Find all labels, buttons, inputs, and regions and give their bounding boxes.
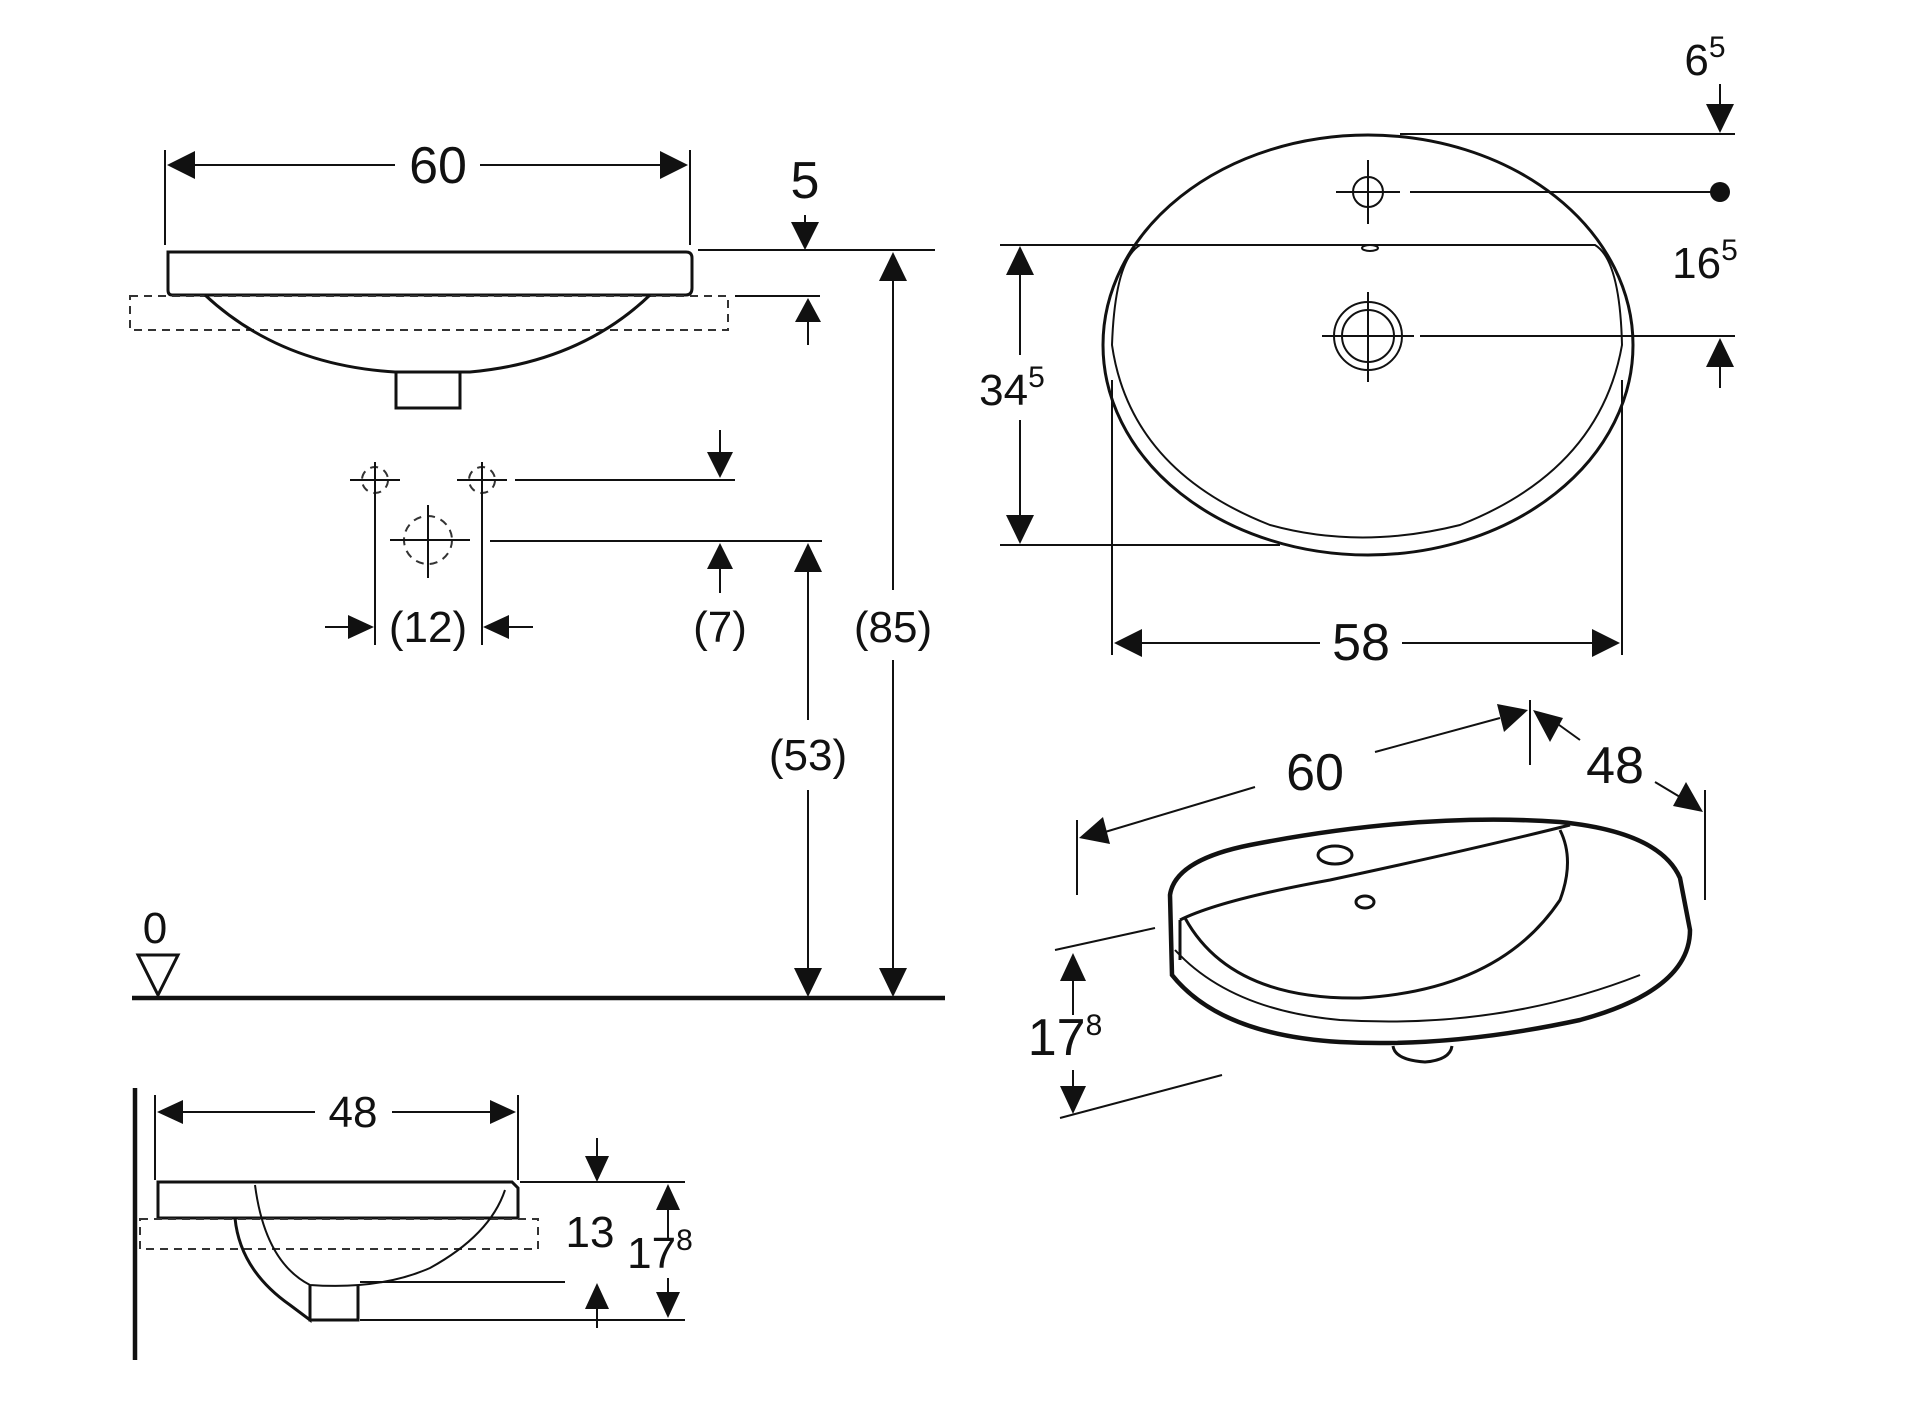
arrowhead <box>794 543 822 572</box>
bowl-depth-label: 13 <box>566 1208 615 1257</box>
extension-line <box>1054 927 1156 951</box>
iso-bowl <box>1183 829 1569 1000</box>
waste-hole <box>390 505 470 578</box>
total-height-label: (85) <box>854 603 932 652</box>
extension-line <box>1059 1074 1223 1119</box>
side-bowl-inner <box>254 1184 506 1287</box>
iso-basin-outer <box>1167 817 1693 1046</box>
iso-tap-hole <box>1316 844 1354 866</box>
arrowhead <box>795 298 821 322</box>
side-height-label: 178 <box>627 1224 693 1278</box>
arrowhead <box>879 252 907 281</box>
side-view: 48 13 178 <box>132 1088 693 1360</box>
arrowhead <box>167 151 195 179</box>
rim-height-label: 5 <box>791 152 820 210</box>
inner-depth-label: 345 <box>979 361 1045 415</box>
iso-waste <box>1391 1045 1454 1064</box>
tap-spacing-label: (12) <box>389 603 467 652</box>
iso-view: 60 48 178 <box>1028 700 1706 1119</box>
plan-view: 65 165 345 58 <box>979 31 1738 672</box>
front-view: 60 5 <box>129 137 945 1001</box>
iso-width-label: 60 <box>1286 744 1344 802</box>
arrowhead <box>490 1100 516 1124</box>
floor-level-label: 0 <box>143 904 167 953</box>
arrowhead <box>1006 246 1034 275</box>
arrowhead <box>157 1100 183 1124</box>
arrowhead <box>707 452 733 478</box>
iso-overflow-hole <box>1354 894 1376 910</box>
arrowhead <box>660 151 688 179</box>
tap-hole-left <box>350 462 400 498</box>
tap-offset-label: (7) <box>693 603 747 652</box>
plan-waste-hole <box>1322 292 1414 382</box>
arrowhead <box>348 615 374 639</box>
dimension-line <box>1374 717 1501 753</box>
arrowhead <box>1673 782 1703 812</box>
arrowhead <box>1533 710 1563 742</box>
dimension-line <box>1654 781 1681 798</box>
inner-width-label: 58 <box>1332 614 1390 672</box>
arrowhead <box>879 968 907 997</box>
dimension-dot <box>1710 182 1730 202</box>
iso-height-label: 178 <box>1028 1009 1103 1067</box>
arrowhead <box>1706 338 1734 367</box>
arrowhead <box>791 222 819 250</box>
basin-rim <box>166 250 694 297</box>
iso-basin-lower-edge <box>1174 949 1641 1023</box>
basin-bowl <box>203 293 652 374</box>
side-waste <box>308 1285 360 1322</box>
arrowhead <box>1060 1086 1086 1114</box>
basin-inner-outline <box>1110 244 1624 539</box>
side-countertop-outline <box>139 1218 539 1250</box>
arrowhead <box>1497 704 1528 732</box>
arrowhead <box>1006 515 1034 544</box>
arrowhead <box>794 968 822 997</box>
tap-to-waste-label: 165 <box>1672 234 1738 288</box>
iso-basin-rim-top <box>1179 823 1571 922</box>
waste-height-label: (53) <box>769 731 847 780</box>
basin-outer-outline <box>1101 133 1635 557</box>
arrowhead <box>707 543 733 569</box>
arrowhead <box>1706 104 1734 133</box>
side-rim <box>156 1180 520 1220</box>
iso-depth-label: 48 <box>1586 737 1644 795</box>
arrowhead <box>656 1184 680 1210</box>
side-depth-label: 48 <box>329 1088 378 1137</box>
arrowhead <box>1079 817 1110 844</box>
dimension-line <box>1104 786 1256 833</box>
countertop-outline <box>129 295 729 331</box>
side-bowl-outer <box>233 1217 312 1323</box>
arrowhead <box>1114 629 1142 657</box>
plan-tap-hole <box>1336 160 1400 224</box>
arrowhead <box>656 1292 680 1318</box>
overflow-slot <box>1361 244 1379 252</box>
arrowhead <box>1592 629 1620 657</box>
arrowhead <box>483 615 509 639</box>
basin-waste <box>394 372 462 410</box>
top-offset-label: 65 <box>1684 31 1725 85</box>
arrowhead <box>1060 953 1086 981</box>
arrowhead <box>585 1283 609 1309</box>
arrowhead <box>585 1156 609 1182</box>
floor-level-marker <box>135 953 181 999</box>
front-width-label: 60 <box>409 137 467 195</box>
tap-hole-right <box>457 462 507 498</box>
